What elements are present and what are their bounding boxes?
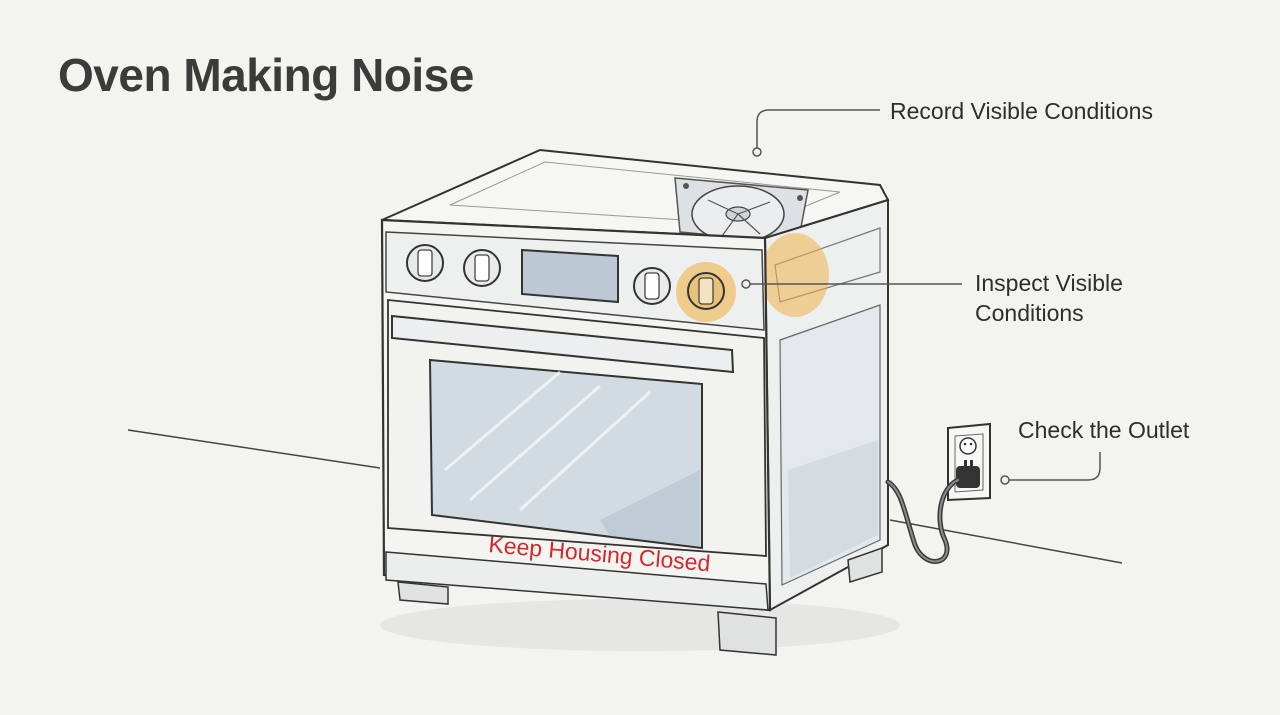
diagram-title: Oven Making Noise — [58, 49, 474, 101]
top-fan-vent-icon — [674, 177, 809, 244]
leader-outlet-dot — [1000, 475, 1010, 485]
leader-inspect-dot — [741, 279, 751, 289]
callout-record-conditions: Record Visible Conditions — [890, 98, 1153, 124]
side-shade — [788, 440, 878, 578]
wall-outlet-icon — [947, 422, 991, 502]
knob-icon-2 — [463, 249, 501, 287]
leader-record — [756, 109, 880, 152]
door-handle — [391, 314, 735, 374]
oven-shadow — [380, 599, 900, 651]
foot-back-right — [847, 546, 883, 583]
power-plug-icon — [956, 460, 980, 488]
oven-top-inset — [449, 161, 841, 226]
side-heat-highlight — [761, 233, 829, 317]
oven-base-strip — [385, 551, 769, 611]
callout-inspect-conditions: Inspect Visible Conditions — [975, 268, 1195, 328]
display-screen — [521, 248, 619, 304]
leader-outlet — [1005, 452, 1101, 481]
foot-front-left — [397, 581, 449, 605]
knob-icon-1 — [406, 244, 444, 282]
knob-icon-highlighted — [676, 262, 736, 322]
leader-record-dot — [752, 147, 762, 157]
callout-inspect-line2: Conditions — [975, 300, 1084, 326]
counter-edge-left — [127, 429, 381, 469]
callout-inspect-line1: Inspect Visible — [975, 270, 1123, 296]
foot-front-right — [717, 611, 777, 656]
callout-check-outlet: Check the Outlet — [1018, 417, 1190, 443]
counter-edge-right — [889, 519, 1123, 564]
knob-icon-3 — [633, 267, 671, 305]
glass-reflection — [444, 370, 652, 512]
glass-shade — [600, 470, 700, 546]
